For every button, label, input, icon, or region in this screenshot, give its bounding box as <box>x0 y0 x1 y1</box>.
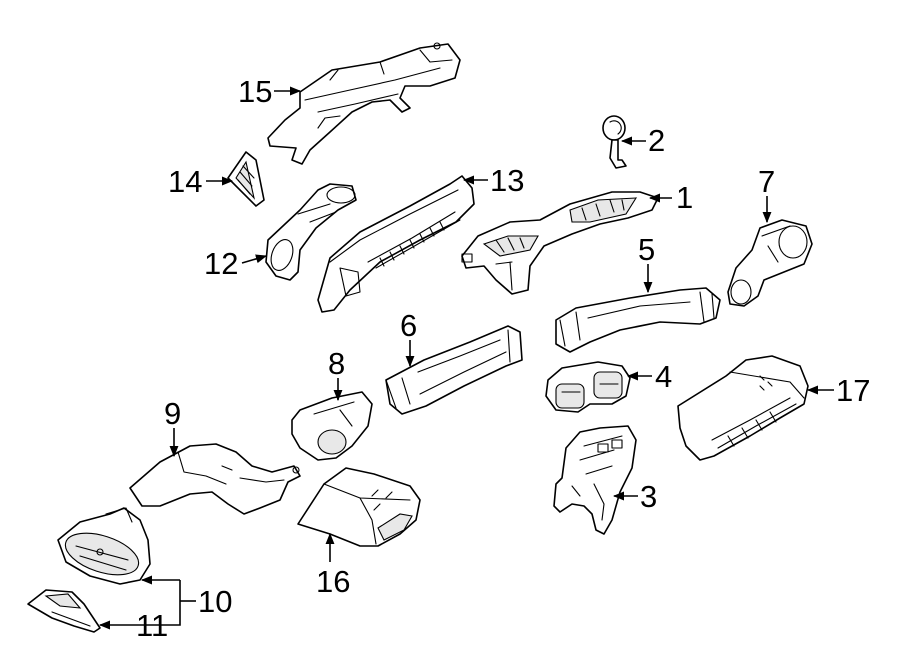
part-8-duct <box>291 391 373 461</box>
callout-16: 16 <box>316 564 350 599</box>
part-4-vent <box>545 361 631 413</box>
callout-7: 7 <box>758 164 775 199</box>
callout-6: 6 <box>400 308 417 343</box>
leader-lines <box>98 86 834 630</box>
callout-1: 1 <box>676 180 693 215</box>
callout-17: 17 <box>836 373 870 408</box>
callout-12: 12 <box>204 246 238 281</box>
callout-14: 14 <box>168 164 202 199</box>
part-16-vent <box>297 467 421 547</box>
part-2-hook <box>602 115 627 169</box>
callout-9: 9 <box>164 396 181 431</box>
callout-5: 5 <box>638 232 655 267</box>
part-10-vent <box>57 507 151 585</box>
part-11-trim <box>27 589 101 633</box>
part-3-bracket <box>553 425 637 535</box>
callout-4: 4 <box>655 359 672 394</box>
part-5-duct <box>555 287 721 353</box>
callout-labels: 1 2 3 4 5 6 7 8 9 10 11 12 13 14 15 16 1… <box>136 74 870 643</box>
part-7-duct <box>727 219 813 307</box>
callout-3: 3 <box>640 479 657 514</box>
callout-2: 2 <box>648 123 665 158</box>
part-15-duct <box>267 42 461 165</box>
part-13-duct <box>317 175 475 313</box>
part-17-vent <box>677 355 809 461</box>
callout-13: 13 <box>490 163 524 198</box>
callout-10: 10 <box>198 584 232 619</box>
part-9-duct <box>129 443 301 515</box>
callout-15: 15 <box>238 74 272 109</box>
callout-11: 11 <box>136 608 168 643</box>
part-14-vent <box>227 151 265 207</box>
part-1-duct <box>461 191 659 295</box>
part-12-duct <box>265 183 357 281</box>
part-6-duct <box>385 325 523 415</box>
callout-8: 8 <box>328 346 345 381</box>
